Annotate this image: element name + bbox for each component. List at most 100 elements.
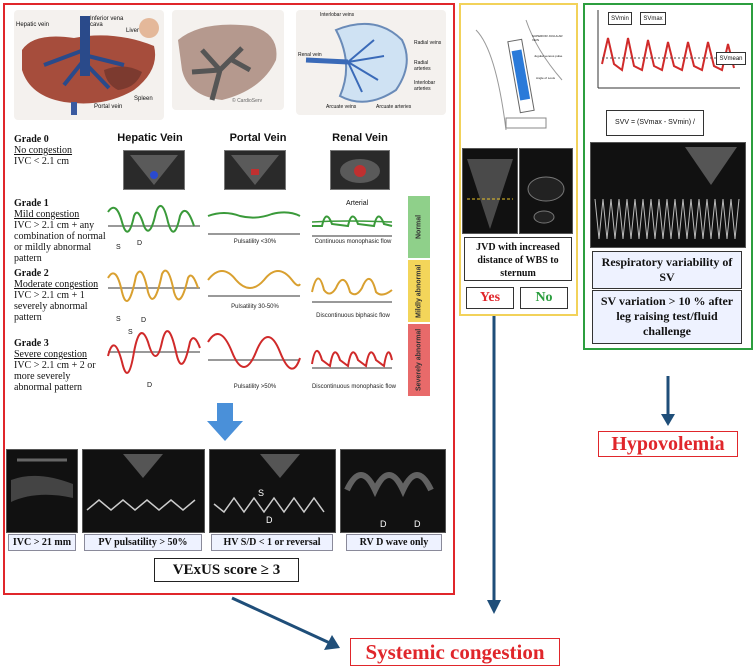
sketch-label-pulse: Jugular venous pulse xyxy=(534,54,563,58)
arrow-to-hypovolemia xyxy=(661,376,675,426)
grade-3-block: Grade 3 Severe congestion IVC > 2.1 cm +… xyxy=(14,338,106,393)
portal-caption-normal: Pulsatility <30% xyxy=(233,239,277,245)
rv-ultrasound-strip xyxy=(340,449,446,533)
renal-wave-normal xyxy=(312,215,393,228)
hv-d-marker: D xyxy=(266,515,273,525)
anatomy-label-interlobar-arteries: Interlobar arteries xyxy=(414,80,436,92)
jvd-ultrasound-left xyxy=(462,148,518,234)
hepatic-s-label-mild: S xyxy=(116,316,121,323)
grade-2-criteria: IVC > 2.1 cm + 1 severely abnormal patte… xyxy=(14,290,88,323)
anatomy-label-ivc: Inferior vena cava xyxy=(90,16,124,28)
grade-2-title: Grade 2 xyxy=(14,268,49,279)
renal-wave-mild xyxy=(311,277,393,296)
anatomy-label-liver: Liver xyxy=(126,28,140,34)
portal-anatomy-illustration: © CardioServ xyxy=(172,10,284,110)
anatomy-label-portal-vein: Portal vein xyxy=(94,104,123,110)
hepatic-wave-mild xyxy=(107,269,199,302)
sv-ultrasound-image xyxy=(590,142,746,248)
sv-min-label: SVmin xyxy=(608,12,632,25)
renal-arterial-label: Arterial xyxy=(346,200,369,207)
hepatic-wave-severe xyxy=(107,330,201,374)
portal-caption-mild: Pulsatility 30-50% xyxy=(231,304,279,310)
vexus-panel xyxy=(3,3,455,595)
grade-3-title: Grade 3 xyxy=(14,338,49,349)
anatomy-label-interlobar-veins: Interlobar veins xyxy=(320,12,355,18)
grade-1-criteria: IVC > 2.1 cm + any combination of normal… xyxy=(14,220,106,264)
liver-anatomy-illustration: Hepatic vein Inferior vena cava Liver Po… xyxy=(14,10,164,120)
hepatic-d-label-mild: D xyxy=(141,317,147,324)
grade-3-criteria: IVC > 2.1 cm + 2 or more severely abnorm… xyxy=(14,360,96,393)
portal-vein-ultrasound-thumbnail xyxy=(224,150,286,190)
hepatic-vein-ultrasound-thumbnail xyxy=(123,150,185,190)
rv-strip-label: RV D wave only xyxy=(346,534,442,551)
vexus-score-box: VExUS score ≥ 3 xyxy=(154,558,299,582)
jvd-panel xyxy=(459,3,578,316)
anatomy-copyright: © CardioServ xyxy=(232,98,263,104)
hv-ultrasound-strip xyxy=(209,449,336,533)
anatomy-label-spleen: Spleen xyxy=(134,96,153,102)
portal-caption-severe: Pulsatility >50% xyxy=(233,384,277,390)
anatomy-label-renal-vein: Renal vein xyxy=(298,52,322,58)
severity-tag-severe: Severely abnormal xyxy=(408,324,430,396)
severity-tag-normal: Normal xyxy=(408,196,430,258)
sv-variation-chart xyxy=(597,10,740,89)
hepatic-d-label-severe: D xyxy=(147,382,153,389)
anatomy-label-arcuate-arteries: Arcuate arteries xyxy=(376,104,412,110)
down-arrow-icon xyxy=(207,403,243,441)
grade-1-title: Grade 1 xyxy=(14,198,49,209)
respiratory-variability-box: Respiratory variability of SV xyxy=(592,251,742,289)
pv-strip-label: PV pulsatility > 50% xyxy=(84,534,202,551)
sv-variation-box: SV variation > 10 % after leg raising te… xyxy=(592,290,742,344)
sketch-label-jugular: SUPERIOR JUGULAR VEIN xyxy=(532,34,563,42)
neck-sketch-illustration: SUPERIOR JUGULAR VEIN Jugular venous pul… xyxy=(466,10,572,140)
grade-1-subtitle: Mild congestion xyxy=(14,209,80,220)
column-header-renal-vein: Renal Vein xyxy=(332,132,388,144)
grade-2-subtitle: Moderate congestion xyxy=(14,279,99,290)
hepatic-wave-normal xyxy=(107,204,195,233)
severity-tag-mild: Mildly abnormal xyxy=(408,260,430,322)
anatomy-label-radial-arteries: Radial arteries xyxy=(414,60,431,72)
sketch-label-angle: Angle of Louis xyxy=(536,76,556,80)
jvd-ultrasound-right xyxy=(519,148,573,234)
hepatic-d-label: D xyxy=(137,240,143,247)
renal-caption-severe: Discontinuous monophasic flow xyxy=(311,384,397,390)
portal-wave-normal xyxy=(207,211,301,219)
column-header-hepatic-vein: Hepatic Vein xyxy=(117,132,183,144)
renal-arterial-wave xyxy=(311,220,393,223)
hv-s-marker: S xyxy=(258,488,265,498)
arrow-jvd-to-systemic xyxy=(487,316,501,614)
ivc-ultrasound-strip xyxy=(6,449,78,533)
jvd-no-button: No xyxy=(520,287,568,309)
grade-2-block: Grade 2 Moderate congestion IVC > 2.1 cm… xyxy=(14,268,106,323)
renal-vein-ultrasound-thumbnail xyxy=(330,150,390,190)
renal-caption-normal: Continuous monophasic flow xyxy=(314,239,392,245)
systemic-congestion-label: Systemic congestion xyxy=(350,638,560,666)
grade-0-block: Grade 0 No congestion IVC < 2.1 cm xyxy=(14,134,106,167)
svv-formula: SVV = (SVmax - SVmin) / SVmean xyxy=(606,110,704,150)
pv-ultrasound-strip xyxy=(82,449,205,533)
renal-wave-severe xyxy=(311,350,393,368)
rv-d-marker-1: D xyxy=(380,519,387,529)
grade-0-title: Grade 0 xyxy=(14,134,49,145)
arrow-vexus-to-systemic xyxy=(231,596,340,650)
hv-strip-label: HV S/D < 1 or reversal xyxy=(211,534,333,551)
sv-panel xyxy=(583,3,753,350)
anatomy-label-arcuate-veins: Arcuate veins xyxy=(326,104,357,110)
grade-0-criteria: IVC < 2.1 cm xyxy=(14,156,70,167)
hypovolemia-label: Hypovolemia xyxy=(598,431,738,457)
portal-wave-severe xyxy=(207,333,301,370)
waveform-grid xyxy=(107,204,393,374)
hepatic-s-label-severe: S xyxy=(128,329,133,336)
rv-d-marker-2: D xyxy=(414,519,421,529)
sv-max-label: SVmax xyxy=(640,12,666,25)
grade-3-subtitle: Severe congestion xyxy=(14,349,88,360)
kidney-anatomy-illustration: Interlobar veins Renal vein Radial veins… xyxy=(296,10,446,115)
grade-0-subtitle: No congestion xyxy=(14,145,73,156)
sv-mean-label: SVmean xyxy=(716,52,746,65)
jvd-text-box: JVD with increased distance of WBS to st… xyxy=(464,237,572,281)
renal-caption-mild: Discontinuous biphasic flow xyxy=(316,313,390,319)
portal-wave-mild xyxy=(207,270,301,289)
anatomy-label-radial-veins: Radial veins xyxy=(414,40,442,46)
jvd-yes-button: Yes xyxy=(466,287,514,309)
column-header-portal-vein: Portal Vein xyxy=(229,132,287,144)
